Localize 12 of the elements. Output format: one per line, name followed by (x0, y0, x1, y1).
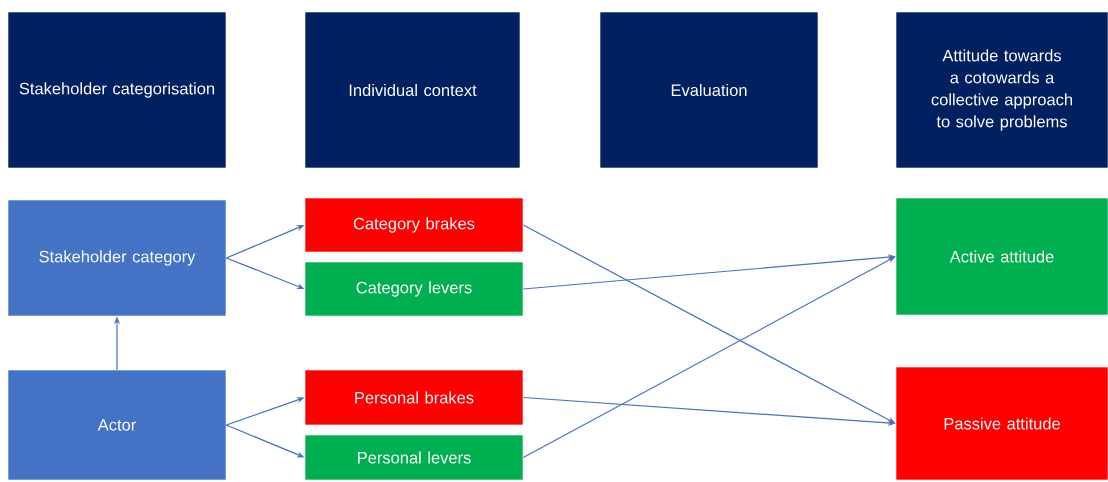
outcome-box: Passive attitude (895, 366, 1108, 481)
column-header: Individual context (304, 11, 521, 169)
process-box: Personal levers (304, 434, 524, 481)
column-header: Attitude towards a cotowards a collective approach to solve problems (895, 11, 1108, 169)
column-header: Evaluation (599, 11, 819, 169)
process-box: Category brakes (304, 197, 524, 253)
process-box: Actor (7, 369, 227, 481)
process-box: Personal brakes (304, 369, 524, 426)
process-box: Category levers (304, 261, 524, 317)
column-header: Stakeholder categorisation (7, 11, 227, 169)
outcome-box: Active attitude (895, 197, 1108, 316)
process-box: Stakeholder category (7, 199, 227, 317)
